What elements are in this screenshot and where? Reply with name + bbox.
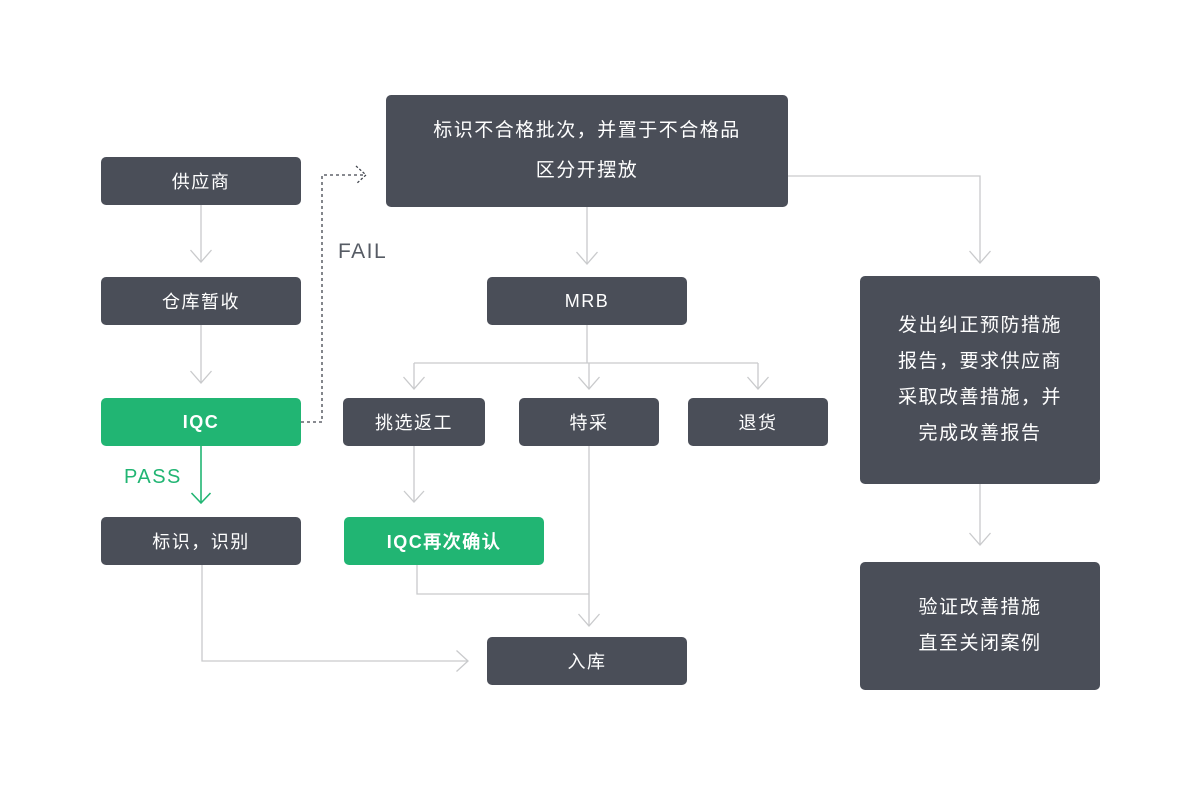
edge-mark-stockin — [201, 565, 468, 662]
arrowhead-down-icon — [969, 532, 991, 546]
pass-label: PASS — [124, 466, 182, 488]
node-stock-in: 入库 — [487, 637, 687, 685]
edge-nonconforming-capa — [788, 175, 981, 263]
node-verify-closure: 验证改善措施 直至关闭案例 — [860, 562, 1100, 690]
pass-connector — [190, 446, 212, 505]
node-sort-rework: 挑选返工 — [343, 398, 485, 446]
edge-iqc-nonconforming-fail — [301, 174, 364, 423]
node-iqc: IQC — [101, 398, 301, 446]
capa-report-line: 发出纠正预防措施 — [897, 315, 1062, 336]
arrowhead-down-icon — [190, 370, 212, 384]
capa-report-line: 报告，要求供应商 — [897, 351, 1062, 372]
arrowhead-down-icon — [403, 490, 425, 503]
node-nonconforming-hold: 标识不合格批次，并置于不合格品 区分开摆放 — [386, 95, 788, 207]
fail-connector — [301, 165, 367, 423]
node-supplier: 供应商 — [101, 157, 301, 205]
node-mark-identify: 标识，识别 — [101, 517, 301, 565]
arrowhead-down-icon — [576, 251, 598, 265]
fail-label: FAIL — [338, 240, 388, 263]
node-mrb: MRB — [487, 277, 687, 325]
node-capa-report: 发出纠正预防措施 报告，要求供应商 采取改善措施，并 完成改善报告 — [860, 276, 1100, 484]
node-iqc-recheck: IQC再次确认 — [344, 517, 544, 565]
node-warehouse-receive: 仓库暂收 — [101, 277, 301, 325]
nonconforming-line: 标识不合格批次，并置于不合格品 — [433, 120, 741, 141]
arrowhead-down-icon — [969, 250, 991, 264]
arrowhead-down-icon — [578, 376, 600, 390]
nonconforming-line: 区分开摆放 — [535, 160, 639, 181]
capa-report-line: 完成改善报告 — [918, 423, 1042, 444]
arrowhead-right-icon — [456, 650, 469, 672]
arrowhead-down-icon — [578, 613, 600, 627]
edge-iqcrecheck-join — [416, 565, 589, 595]
solid-connectors — [190, 175, 991, 672]
arrowhead-down-icon — [190, 249, 212, 263]
arrowhead-down-icon — [747, 376, 769, 390]
verify-closure-line: 验证改善措施 — [918, 597, 1042, 618]
verify-closure-line: 直至关闭案例 — [918, 633, 1042, 654]
node-special-acceptance: 特采 — [519, 398, 659, 446]
arrowhead-down-icon — [403, 376, 425, 390]
arrowhead-down-green-icon — [190, 492, 212, 505]
node-return-goods: 退货 — [688, 398, 828, 446]
capa-report-line: 采取改善措施，并 — [897, 387, 1062, 408]
